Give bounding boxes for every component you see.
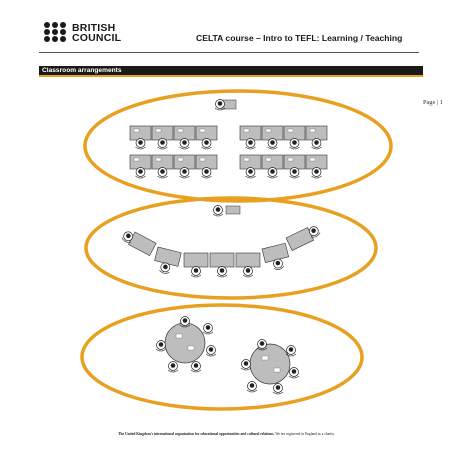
logo-line-2: COUNCIL (72, 32, 122, 44)
desk-group-back-right (240, 155, 327, 178)
group-table-right (240, 339, 300, 395)
group-tables-illustration (80, 303, 364, 411)
groups-ellipse (80, 303, 364, 411)
rows-arrangement-illustration (83, 89, 393, 203)
footer-charity: We are registered in England as a charit… (275, 432, 335, 436)
logo-line-1: BRITISH (72, 22, 116, 34)
teacher-figure (214, 99, 237, 111)
logo-dots-icon (44, 22, 68, 44)
page-number: Page | 1 (423, 99, 443, 106)
logo-wordmark: BRITISH COUNCIL (72, 22, 122, 44)
british-council-logo: BRITISH COUNCIL (44, 22, 121, 44)
desk-group-back-left (130, 155, 217, 178)
horseshoe-desks (120, 224, 322, 278)
document-header-title: CELTA course – Intro to TEFL: Learning /… (196, 33, 403, 43)
group-table-left (155, 316, 217, 373)
horseshoe-ellipse (84, 196, 378, 300)
header-divider (39, 52, 419, 53)
rows-ellipse (83, 89, 393, 203)
footer-organisation: The United Kingdom's international organ… (118, 432, 275, 436)
section-heading: Classroom arrangements (42, 67, 122, 74)
horseshoe-arrangement-illustration (84, 196, 378, 300)
page-footer: The United Kingdom's international organ… (0, 432, 453, 436)
section-heading-bar: Classroom arrangements (39, 66, 423, 77)
teacher-figure-2 (212, 205, 241, 217)
desk-group-front-left (130, 126, 217, 149)
desk-group-front-right (240, 126, 327, 149)
